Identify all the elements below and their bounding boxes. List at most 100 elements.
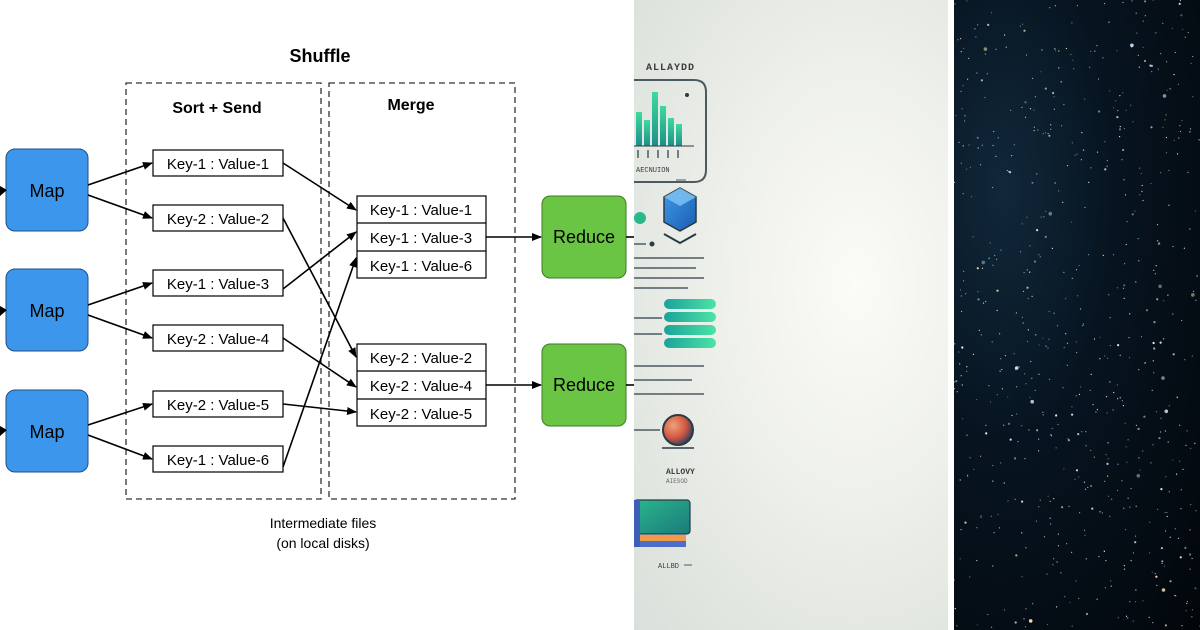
star (1139, 167, 1141, 169)
star (1004, 355, 1006, 357)
star (1098, 556, 1100, 558)
star (1080, 308, 1082, 310)
star (985, 432, 988, 435)
star (954, 381, 955, 383)
star (1026, 216, 1028, 218)
star (1119, 397, 1121, 399)
star (992, 264, 994, 266)
infographic-caption-3: AIESOD (666, 478, 688, 485)
star (1165, 152, 1168, 154)
star (1044, 235, 1047, 238)
star (1103, 550, 1105, 553)
star (1148, 616, 1150, 619)
star (1104, 141, 1106, 143)
star (1085, 431, 1087, 433)
star (1152, 0, 1154, 1)
star (1123, 179, 1125, 181)
star (997, 513, 999, 515)
star (1084, 98, 1086, 100)
star (1107, 495, 1110, 497)
star (969, 576, 971, 578)
star (1004, 34, 1006, 36)
star (1105, 396, 1108, 398)
star (1186, 430, 1188, 432)
star (1121, 400, 1123, 402)
star (1084, 534, 1086, 536)
star (1085, 558, 1087, 560)
star (1194, 210, 1197, 212)
star (964, 115, 966, 117)
star (1053, 498, 1055, 500)
star (1055, 414, 1058, 417)
star (1050, 124, 1052, 126)
star (1071, 277, 1073, 279)
star (1024, 116, 1027, 118)
star (1142, 199, 1144, 202)
star (1172, 245, 1174, 248)
star (992, 186, 994, 189)
star (1141, 184, 1143, 187)
star (957, 39, 959, 41)
star (1042, 337, 1044, 339)
star (1025, 547, 1027, 549)
kv-text: Key-1 : Value-3 (370, 230, 472, 247)
star (1191, 293, 1195, 297)
star (1038, 506, 1040, 508)
star (1063, 271, 1065, 273)
star (1182, 468, 1184, 470)
star (956, 391, 958, 393)
kv-text: Key-2 : Value-5 (167, 397, 269, 414)
star (1098, 78, 1100, 80)
star (1085, 612, 1089, 616)
arrow (282, 403, 357, 415)
star (1161, 560, 1164, 563)
star (1089, 389, 1091, 391)
star (1125, 446, 1127, 448)
star (961, 108, 963, 110)
star (1011, 155, 1013, 157)
kv-text: Key-2 : Value-2 (370, 350, 472, 367)
star (1139, 469, 1141, 471)
star (989, 242, 991, 244)
star (1042, 414, 1044, 416)
star (960, 90, 962, 92)
star (1180, 508, 1182, 510)
star (992, 480, 994, 482)
star (1107, 458, 1109, 460)
star (1021, 576, 1023, 578)
star (1076, 153, 1078, 155)
star (963, 280, 965, 282)
star (962, 85, 964, 87)
star (976, 72, 978, 74)
star (1132, 552, 1134, 554)
star (1112, 254, 1115, 256)
star (959, 479, 961, 481)
star (1090, 449, 1092, 452)
star (1046, 573, 1048, 575)
star (1173, 74, 1175, 76)
star (1123, 297, 1125, 299)
star (1039, 256, 1041, 258)
star (1152, 360, 1154, 362)
star (1111, 498, 1113, 500)
star (1093, 338, 1096, 340)
footnote-line2: (on local disks) (276, 535, 369, 551)
reduce-node: Reduce (541, 343, 627, 427)
star (1013, 353, 1015, 355)
star (1080, 159, 1082, 161)
star (1007, 396, 1009, 398)
star (1016, 413, 1018, 415)
star (993, 532, 995, 534)
star (1045, 345, 1047, 347)
input-arrowhead (0, 306, 7, 316)
star (1192, 96, 1194, 98)
star (1126, 221, 1128, 223)
star (1127, 617, 1129, 619)
kv-box: Key-1 : Value-3 (152, 269, 284, 297)
star (996, 309, 998, 312)
arrow (87, 162, 153, 186)
star (1107, 475, 1109, 477)
star (1191, 616, 1193, 618)
star (1077, 295, 1079, 297)
star (960, 375, 962, 377)
